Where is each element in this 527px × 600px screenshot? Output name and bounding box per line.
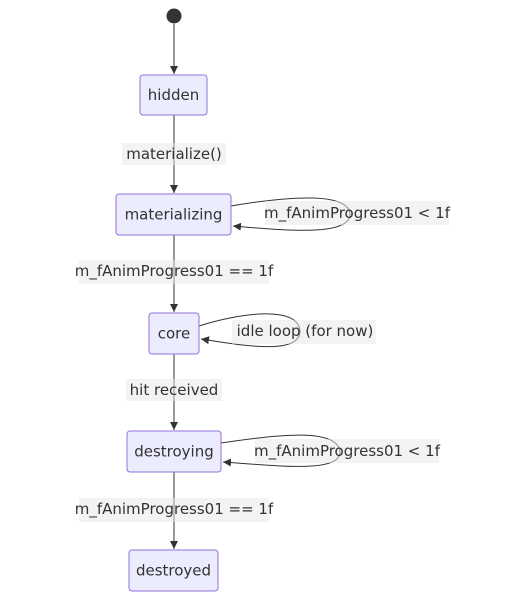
state-destroyed: destroyed [128,549,219,592]
edge-label-text: m_fAnimProgress01 == 1f [75,262,274,281]
edge-label-materialize: materialize() [122,143,226,165]
states: hidden materializing core destroying des… [115,74,232,592]
edge-label-materializing-loop: m_fAnimProgress01 < 1f [264,201,451,225]
edge-label-destroying-loop: m_fAnimProgress01 < 1f [254,439,441,463]
edge-label-text: m_fAnimProgress01 < 1f [254,442,441,461]
state-label: core [158,325,191,343]
state-core: core [148,312,200,355]
edge-label-hit-received: hit received [126,379,222,401]
state-destroying: destroying [126,430,222,473]
edge-label-materializing-to-core: m_fAnimProgress01 == 1f [75,260,274,284]
state-hidden: hidden [139,74,208,116]
state-label: destroying [134,443,214,461]
edge-label-text: materialize() [126,145,222,163]
edge-label-text: m_fAnimProgress01 < 1f [264,204,451,223]
edge-label-text: idle loop (for now) [237,322,374,340]
edge-label-text: m_fAnimProgress01 == 1f [75,500,274,519]
edge-label-text: hit received [130,381,219,399]
transition-labels: materialize() m_fAnimProgress01 < 1f m_f… [75,143,451,522]
start-state-marker [166,8,182,24]
edge-label-destroying-to-destroyed: m_fAnimProgress01 == 1f [75,498,274,522]
state-materializing: materializing [115,193,232,236]
state-label: materializing [125,206,223,224]
edge-label-core-loop: idle loop (for now) [232,320,376,344]
state-label: destroyed [136,562,211,580]
state-label: hidden [148,86,199,104]
